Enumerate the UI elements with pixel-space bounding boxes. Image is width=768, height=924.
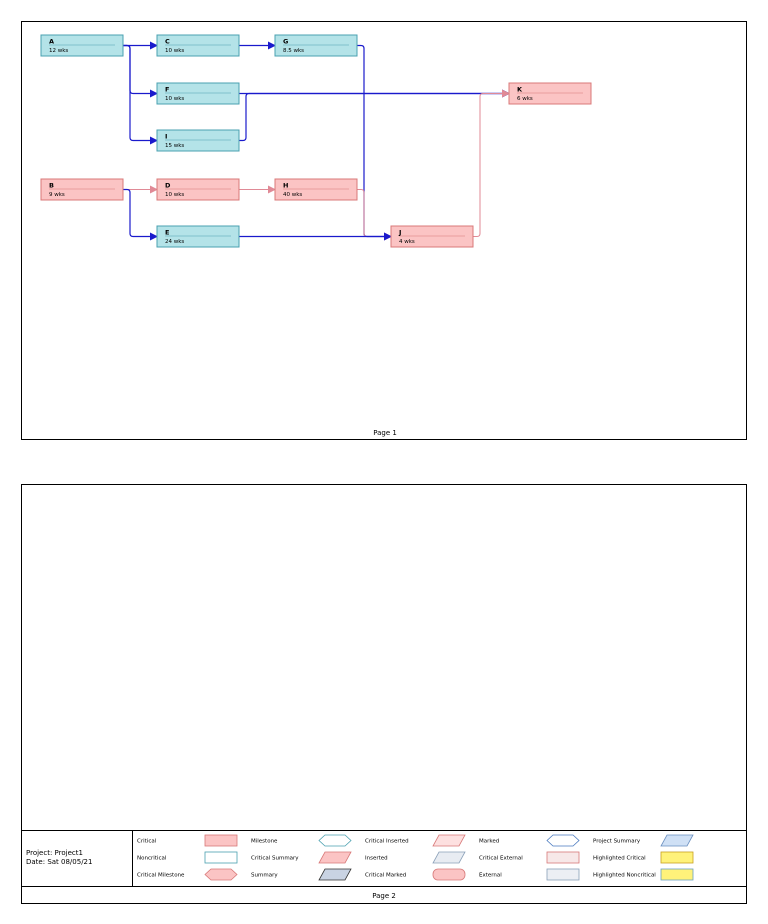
task-name: H (283, 182, 288, 190)
task-name: C (165, 38, 170, 46)
legend-label: Marked (479, 839, 499, 845)
task-node-c[interactable]: C 10 wks (156, 34, 240, 57)
link-A-F (123, 44, 158, 98)
task-node-d[interactable]: D 10 wks (156, 178, 240, 201)
task-name: I (165, 133, 167, 141)
task-node-h[interactable]: H 40 wks (274, 178, 358, 201)
task-node-a[interactable]: A 12 wks (40, 34, 124, 57)
legend-item-milestone: Milestone (251, 834, 352, 847)
task-duration: 9 wks (49, 192, 65, 198)
legend-item-critical-inserted: Critical Inserted (365, 834, 466, 847)
legend-panel: Project: Project1 Date: Sat 08/05/21 Cri… (22, 830, 746, 887)
legend-label: External (479, 873, 502, 879)
project-name: Project: Project1 (26, 849, 83, 857)
link-G-J (357, 44, 392, 241)
legend-label: Noncritical (137, 856, 167, 862)
task-name: F (165, 86, 169, 94)
task-name: E (165, 229, 169, 237)
task-node-b[interactable]: B 9 wks (40, 178, 124, 201)
legend-swatch-hexagon (318, 834, 352, 847)
link-H-J (357, 189, 392, 241)
legend-item-summary: Summary (251, 868, 352, 881)
legend-swatch-rect (660, 851, 694, 864)
link-A-I (123, 44, 158, 145)
task-duration: 40 wks (283, 192, 302, 198)
legend-label: Critical Milestone (137, 873, 185, 879)
legend-label: Critical External (479, 856, 523, 862)
legend-label: Highlighted Critical (593, 856, 646, 862)
task-name: A (49, 38, 54, 46)
legend-swatch-rect (204, 851, 238, 864)
legend-swatch-hexagon (204, 868, 238, 881)
legend-swatch-hexagon (546, 834, 580, 847)
task-duration: 6 wks (517, 96, 533, 102)
task-duration: 10 wks (165, 192, 184, 198)
project-date: Date: Sat 08/05/21 (26, 858, 93, 866)
legend-item-inserted: Inserted (365, 851, 466, 864)
task-name: B (49, 182, 54, 190)
task-name: G (283, 38, 288, 46)
project-info: Project: Project1 Date: Sat 08/05/21 (22, 831, 133, 887)
task-duration: 10 wks (165, 48, 184, 54)
task-name: J (398, 229, 401, 237)
page-2-label: Page 2 (372, 892, 396, 900)
legend-swatch-rect (546, 851, 580, 864)
legend-swatch-rect (204, 834, 238, 847)
task-duration: 12 wks (49, 48, 68, 54)
task-name: K (517, 86, 523, 94)
task-node-i[interactable]: I 15 wks (156, 129, 240, 152)
task-node-e[interactable]: E 24 wks (156, 225, 240, 248)
task-duration: 10 wks (165, 96, 184, 102)
legend-item-critical-marked: Critical Marked (365, 868, 466, 881)
legend-label: Milestone (251, 839, 278, 845)
legend-swatch-rect (546, 868, 580, 881)
legend-swatch-parallelogram (432, 834, 466, 847)
page-2-footer: Page 2 (22, 886, 746, 904)
task-node-g[interactable]: G 8.5 wks (274, 34, 358, 57)
legend-label: Critical (137, 839, 157, 845)
legend-swatch-parallelogram (318, 868, 352, 881)
legend-label: Project Summary (593, 839, 641, 845)
legend-swatch-parallelogram (432, 851, 466, 864)
page-1-label: Page 1 (373, 429, 397, 437)
link-B-E (123, 188, 158, 241)
legend-label: Critical Inserted (365, 839, 409, 845)
legend-swatch-rounded (432, 868, 466, 881)
legend-label: Inserted (365, 856, 388, 862)
task-node-f[interactable]: F 10 wks (156, 82, 240, 105)
legend-item-critical-milestone: Critical Milestone (137, 868, 238, 881)
task-duration: 15 wks (165, 143, 184, 149)
task-duration: 4 wks (399, 239, 415, 245)
legend-label: Critical Marked (365, 873, 406, 879)
legend-item-highlighted-critical: Highlighted Critical (593, 851, 694, 864)
legend-item-marked: Marked (479, 834, 580, 847)
legend-item-critical-external: Critical External (479, 851, 580, 864)
task-node-j[interactable]: J 4 wks (390, 225, 474, 248)
link-J-K (473, 89, 510, 237)
page-2: Project: Project1 Date: Sat 08/05/21 Cri… (21, 484, 747, 904)
legend-swatch-rect (660, 868, 694, 881)
task-name: D (165, 182, 171, 190)
task-duration: 8.5 wks (283, 48, 304, 54)
legend-item-highlighted-noncritical: Highlighted Noncritical (593, 868, 694, 881)
legend-item-noncritical: Noncritical (137, 851, 238, 864)
legend-swatch-parallelogram (660, 834, 694, 847)
legend-label: Critical Summary (251, 856, 299, 862)
legend-item-critical: Critical (137, 834, 238, 847)
legend-swatch-parallelogram (318, 851, 352, 864)
link-I-K (239, 89, 510, 142)
task-node-k[interactable]: K 6 wks (508, 82, 592, 105)
legend-label: Summary (251, 873, 278, 879)
legend-item-critical-summary: Critical Summary (251, 851, 352, 864)
legend-label: Highlighted Noncritical (593, 873, 656, 879)
legend-item-external: External (479, 868, 580, 881)
task-duration: 24 wks (165, 239, 184, 245)
legend-item-project-summary: Project Summary (593, 834, 694, 847)
